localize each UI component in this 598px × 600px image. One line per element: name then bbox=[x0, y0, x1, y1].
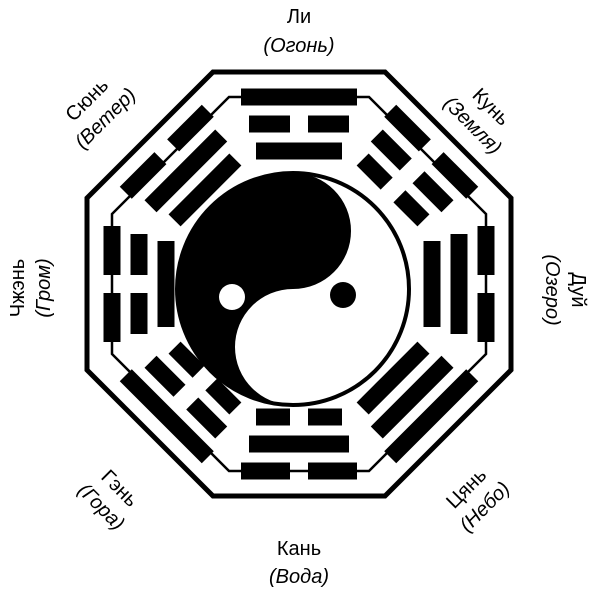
trigram-line-broken bbox=[168, 341, 205, 378]
label-kun: Кунь (Земля) bbox=[439, 84, 514, 159]
label-li: Ли (Огонь) bbox=[263, 6, 334, 57]
trigram-bottom-right bbox=[356, 341, 479, 464]
label-dui: Дуй (Озеро) bbox=[541, 254, 589, 325]
yin-yang-symbol bbox=[175, 171, 411, 407]
trigram-right bbox=[423, 226, 495, 342]
trigram-line-solid bbox=[119, 369, 214, 464]
trigram-line-broken bbox=[167, 104, 214, 152]
yin-yang-black-dot bbox=[330, 282, 356, 308]
trigram-line-broken bbox=[103, 293, 121, 342]
trigram-line-solid bbox=[241, 88, 357, 106]
trigram-line-broken bbox=[370, 129, 412, 171]
trigram-element-dui: (Озеро) bbox=[541, 254, 563, 325]
trigram-line-broken bbox=[186, 397, 228, 439]
trigram-line-broken bbox=[477, 293, 495, 342]
trigram-line-broken bbox=[205, 378, 242, 415]
trigram-bottom bbox=[241, 408, 357, 480]
label-gen: Гэнь (Гора) bbox=[73, 466, 142, 535]
label-xun: Сюнь (Ветер) bbox=[61, 74, 140, 153]
trigram-line-broken bbox=[412, 171, 454, 213]
trigram-line-solid bbox=[249, 435, 349, 453]
trigram-line-solid bbox=[168, 153, 242, 227]
label-zhen: Чжэнь (Гром) bbox=[7, 258, 55, 317]
trigram-line-broken bbox=[256, 408, 290, 426]
trigram-name-kan: Кань bbox=[277, 538, 321, 560]
trigram-line-broken bbox=[384, 104, 431, 152]
trigram-line-broken bbox=[144, 355, 186, 397]
trigram-line-solid bbox=[370, 355, 454, 439]
trigram-line-broken bbox=[130, 293, 148, 334]
octagon-outer bbox=[84, 69, 514, 499]
trigram-line-solid bbox=[450, 234, 468, 334]
trigram-name-dui: Дуй bbox=[567, 272, 589, 307]
trigram-top bbox=[241, 88, 357, 160]
trigram-line-broken bbox=[308, 408, 342, 426]
trigram-left bbox=[103, 226, 175, 342]
trigram-line-broken bbox=[119, 152, 167, 199]
trigram-line-broken bbox=[130, 234, 148, 275]
trigram-element-zhen: (Гром) bbox=[33, 258, 55, 317]
trigram-top-right bbox=[356, 104, 479, 227]
trigram-line-solid bbox=[423, 241, 441, 327]
trigram-line-broken bbox=[308, 462, 357, 480]
yin-yang-white-dot bbox=[219, 284, 245, 310]
trigram-line-broken bbox=[249, 115, 290, 133]
trigram-name-li: Ли bbox=[287, 6, 311, 28]
trigram-line-broken bbox=[477, 226, 495, 275]
trigram-line-broken bbox=[103, 226, 121, 275]
trigram-line-solid bbox=[157, 241, 175, 327]
trigram-line-solid bbox=[144, 129, 228, 213]
trigram-line-solid bbox=[356, 341, 430, 415]
trigram-element-li: (Огонь) bbox=[263, 35, 334, 57]
label-kan: Кань (Вода) bbox=[269, 538, 329, 588]
label-qian: Цянь (Небо) bbox=[442, 464, 514, 536]
trigram-line-broken bbox=[431, 152, 479, 199]
trigram-element-kan: (Вода) bbox=[269, 566, 329, 588]
trigram-bottom-left bbox=[119, 341, 242, 464]
trigram-top-left bbox=[119, 104, 242, 227]
trigram-line-broken bbox=[356, 153, 393, 190]
yin-yang-black-half bbox=[177, 173, 351, 405]
trigram-name-zhen: Чжэнь bbox=[7, 259, 29, 317]
trigram-line-solid bbox=[256, 142, 342, 160]
trigram-line-broken bbox=[308, 115, 349, 133]
trigram-line-broken bbox=[241, 462, 290, 480]
trigram-line-solid bbox=[384, 369, 479, 464]
trigram-line-broken bbox=[393, 190, 430, 227]
trigram-layer bbox=[103, 88, 495, 480]
